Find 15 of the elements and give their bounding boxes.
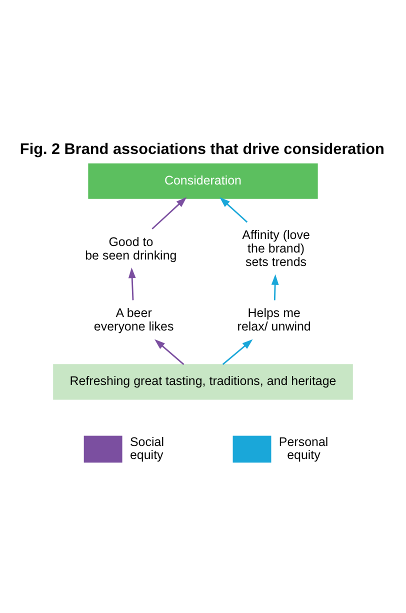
arrow xyxy=(152,196,187,229)
arrow xyxy=(220,196,248,222)
node-box: Consideration xyxy=(88,162,318,198)
arrow xyxy=(271,274,279,300)
node-text: A beer everyone likes xyxy=(94,305,174,333)
node-text: Affinity (love the brand) sets trends xyxy=(242,228,310,269)
diagram-title: Fig. 2 Brand associations that drive consideration xyxy=(20,140,384,158)
node-box: Refreshing great tasting, traditions, and heritage xyxy=(53,364,353,400)
arrow xyxy=(154,338,184,364)
arrow xyxy=(128,267,136,300)
legend-label: Social equity xyxy=(130,434,164,462)
node-text: Good to be seen drinking xyxy=(85,234,177,262)
legend-label: Personal equity xyxy=(278,434,328,462)
arrow xyxy=(222,338,253,364)
node-text: Helps me relax/ unwind xyxy=(237,305,311,333)
